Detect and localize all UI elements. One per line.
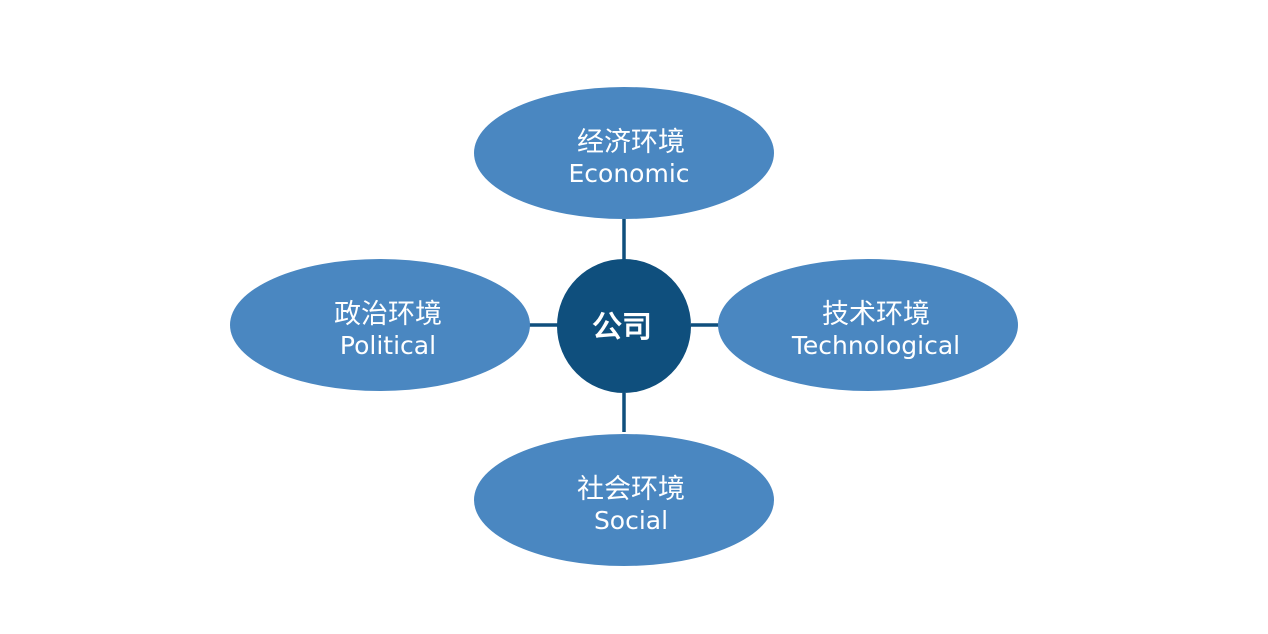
center-node: 公司 [557, 259, 691, 393]
center-label: 公司 [592, 310, 652, 345]
node-social-en: Social [594, 506, 668, 535]
node-technological-en: Technological [791, 331, 960, 360]
node-technological-zh: 技术环境 [822, 299, 930, 330]
node-economic-en: Economic [568, 159, 689, 188]
node-economic: 经济环境 Economic [474, 87, 774, 219]
node-economic-zh: 经济环境 [577, 127, 685, 158]
node-social-zh: 社会环境 [577, 474, 685, 505]
node-political: 政治环境 Political [230, 259, 530, 391]
connectors [529, 219, 719, 432]
node-social: 社会环境 Social [474, 434, 774, 566]
node-political-zh: 政治环境 [334, 299, 442, 330]
node-political-en: Political [340, 331, 436, 360]
node-technological: 技术环境 Technological [718, 259, 1018, 391]
